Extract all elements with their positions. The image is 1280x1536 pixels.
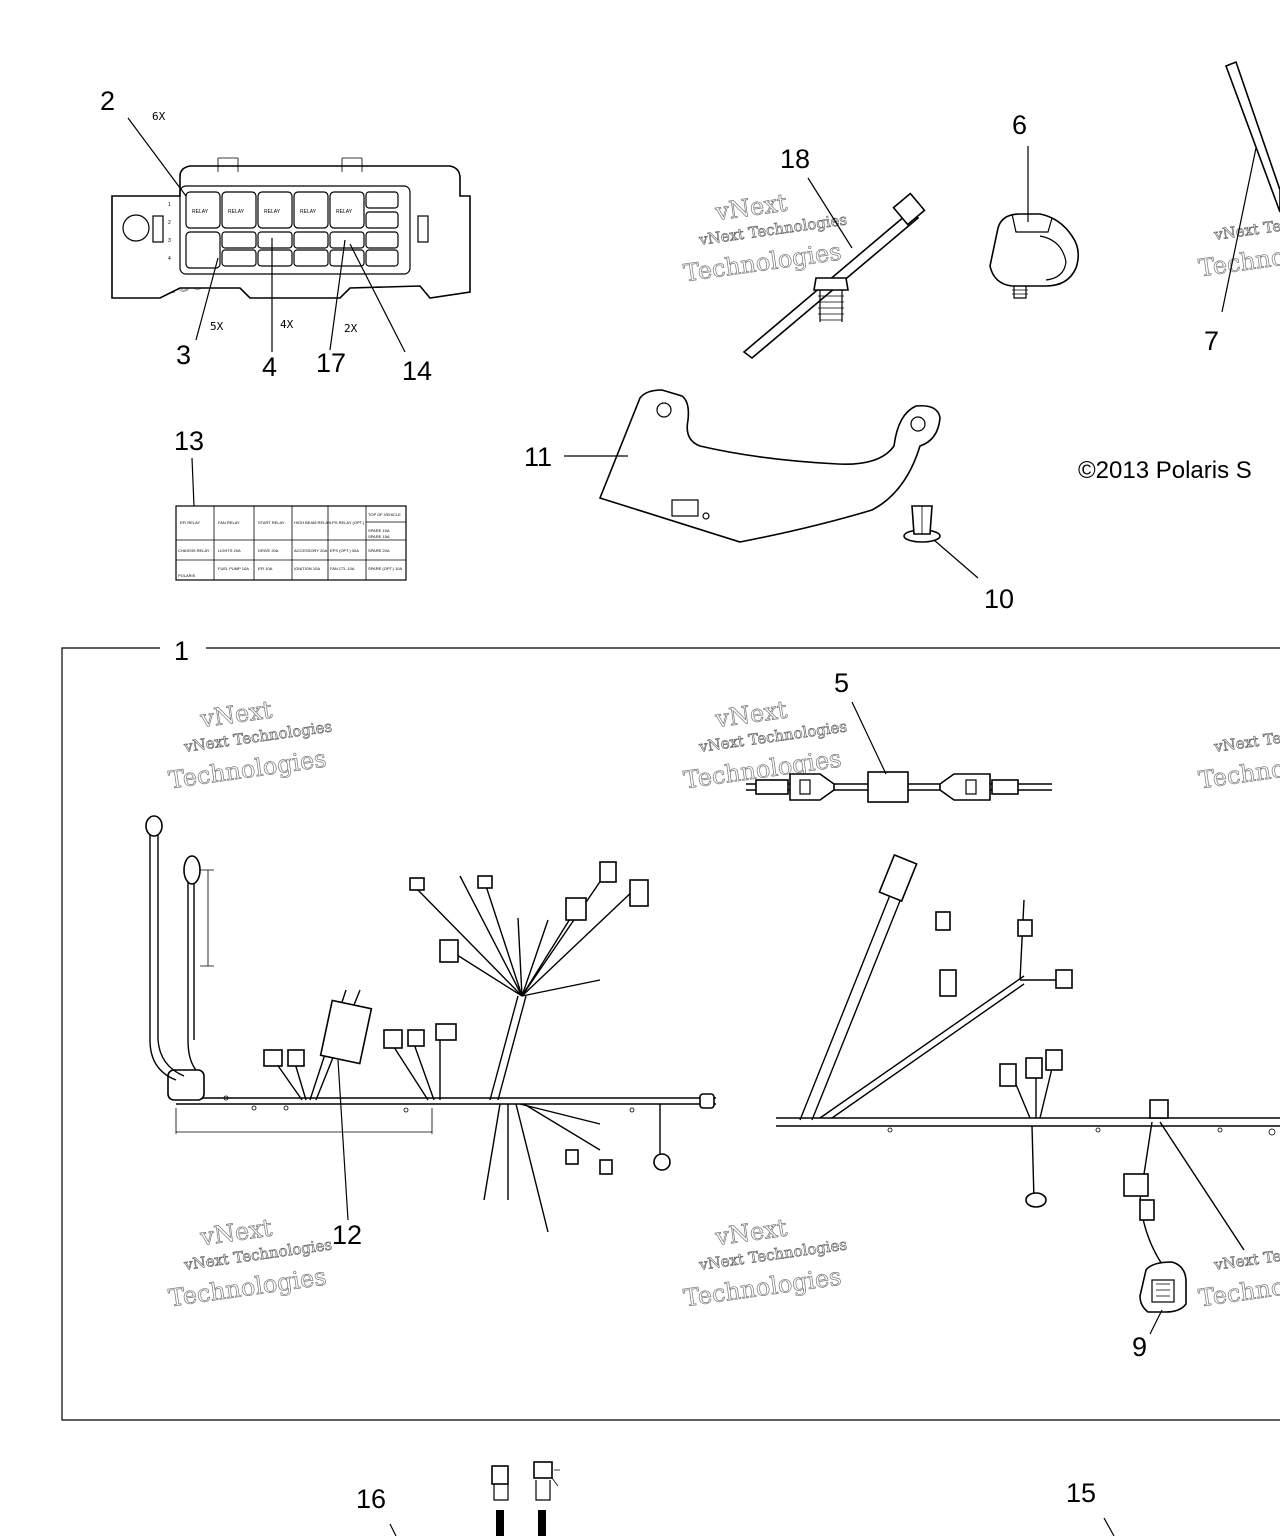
- svg-text:LPS RELAY (OPT.): LPS RELAY (OPT.): [330, 520, 365, 525]
- leaders-fuse-block: [127, 117, 406, 353]
- callout-16: 16: [356, 1484, 386, 1514]
- svg-text:3: 3: [168, 238, 171, 244]
- qty-6x: 6X: [152, 110, 166, 123]
- qty-4x: 4X: [280, 318, 294, 331]
- watermark-mid-left: vNext vNext Technologies Technologies: [167, 695, 334, 795]
- watermark-low-right: vNext Technologies Technologies: [1197, 1235, 1280, 1313]
- fuse-block: RELAY RELAY RELAY RELAY RELAY 1 2 3 4: [111, 157, 471, 299]
- part-16-wires: [389, 1461, 560, 1536]
- svg-text:vNext Technologies: vNext Technologies: [1212, 205, 1280, 244]
- callout-7: 7: [1204, 326, 1219, 356]
- connector-6: [989, 146, 1080, 299]
- fuse-sockets: [221, 191, 399, 267]
- svg-text:DRIVE 20A: DRIVE 20A: [258, 548, 279, 553]
- callout-13: 13: [174, 426, 204, 456]
- callout-3: 3: [176, 340, 191, 370]
- cable-tie-18: [742, 177, 926, 360]
- svg-text:TOP OF VEHICLE: TOP OF VEHICLE: [368, 512, 401, 517]
- qty-5x: 5X: [210, 320, 224, 333]
- relay-sockets: RELAY RELAY RELAY RELAY RELAY: [185, 191, 365, 269]
- svg-text:SPARE 10A: SPARE 10A: [368, 528, 390, 533]
- svg-text:RELAY: RELAY: [336, 209, 353, 215]
- svg-text:4: 4: [168, 256, 171, 262]
- watermark-mid-right: vNext Technologies Technologies: [1197, 717, 1280, 795]
- svg-text:RELAY: RELAY: [228, 209, 245, 215]
- svg-text:RELAY: RELAY: [300, 209, 317, 215]
- fuse-label-13: EFI RELAY FAN RELAY START RELAY HIGH BEA…: [175, 457, 407, 581]
- push-rivet-10: [903, 505, 979, 579]
- svg-text:RELAY: RELAY: [192, 209, 209, 215]
- jumper-harness-5: [746, 701, 1052, 803]
- callout-9: 9: [1132, 1332, 1147, 1362]
- strap-7: [1221, 60, 1280, 313]
- svg-text:IGNITION 10A: IGNITION 10A: [294, 566, 320, 571]
- callout-12: 12: [332, 1220, 362, 1250]
- copyright: ©2013 Polaris S: [1078, 457, 1252, 484]
- callout-10: 10: [984, 584, 1014, 614]
- watermark-low-left: vNext vNext Technologies Technologies: [167, 1213, 334, 1313]
- svg-text:POLARIS: POLARIS: [178, 573, 196, 578]
- svg-text:FUEL PUMP 10A: FUEL PUMP 10A: [218, 566, 249, 571]
- watermark-low-mid: vNext vNext Technologies Technologies: [682, 1213, 849, 1313]
- callout-14: 14: [402, 356, 432, 386]
- callout-1: 1: [174, 636, 189, 666]
- callout-2: 2: [100, 86, 115, 116]
- bracket-11: [564, 389, 941, 543]
- callout-4: 4: [262, 352, 277, 382]
- svg-text:SPARE (OPT.) 10A: SPARE (OPT.) 10A: [368, 566, 402, 571]
- main-harness-right: [776, 853, 1280, 1335]
- watermark-top-mid: vNext vNext Technologies Technologies: [682, 188, 849, 288]
- svg-text:LIGHTS 20A: LIGHTS 20A: [218, 548, 241, 553]
- callout-15: 15: [1066, 1478, 1096, 1508]
- callout-5: 5: [834, 668, 849, 698]
- callout-18: 18: [780, 144, 810, 174]
- svg-text:EFI 10A: EFI 10A: [258, 566, 273, 571]
- svg-text:1: 1: [168, 202, 171, 208]
- svg-text:SPARE 15A: SPARE 15A: [368, 534, 390, 539]
- callout-6: 6: [1012, 110, 1027, 140]
- harness-assembly-frame: [61, 647, 1280, 1421]
- svg-text:START RELAY: START RELAY: [258, 520, 285, 525]
- callout-11: 11: [524, 442, 552, 472]
- svg-text:vNext Technologies: vNext Technologies: [1212, 1235, 1280, 1274]
- part-15-leader: [1103, 1517, 1115, 1536]
- svg-text:2: 2: [168, 220, 171, 226]
- svg-text:EPS (OPT.) 30A: EPS (OPT.) 30A: [330, 548, 359, 553]
- svg-text:RELAY: RELAY: [264, 209, 281, 215]
- svg-text:ACCESSORY 20A: ACCESSORY 20A: [294, 548, 328, 553]
- callout-17: 17: [316, 348, 346, 378]
- svg-text:EFI RELAY: EFI RELAY: [180, 520, 200, 525]
- svg-text:FAN CTL 10A: FAN CTL 10A: [330, 566, 355, 571]
- svg-text:FAN RELAY: FAN RELAY: [218, 520, 240, 525]
- svg-text:CHASSIS RELAY: CHASSIS RELAY: [178, 548, 210, 553]
- svg-text:vNext Technologies: vNext Technologies: [1212, 717, 1280, 756]
- svg-text:SPARE 20A: SPARE 20A: [368, 548, 390, 553]
- main-harness-left: [145, 815, 716, 1233]
- qty-2x: 2X: [344, 322, 358, 335]
- svg-text:HIGH BEAM RELAY: HIGH BEAM RELAY: [294, 520, 331, 525]
